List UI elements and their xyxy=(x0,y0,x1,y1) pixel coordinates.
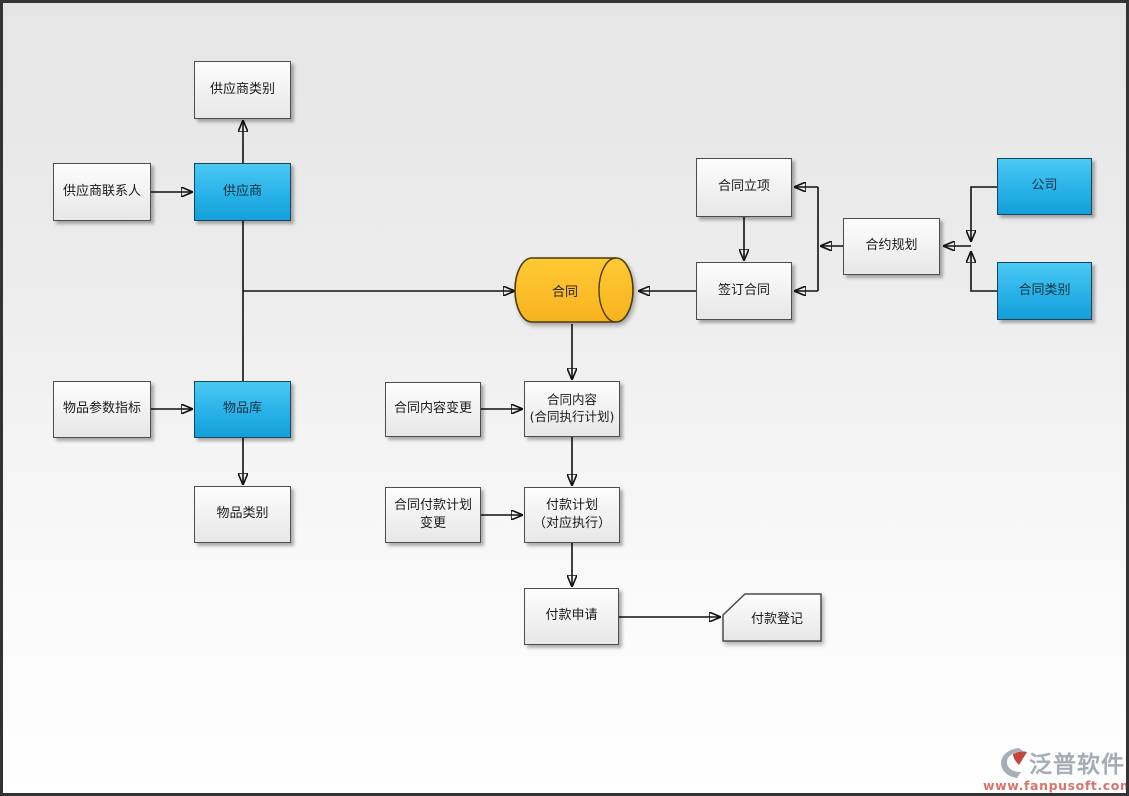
node-contract-planning: 合约规划 xyxy=(843,218,940,275)
node-payment-plan-change: 合同付款计划 变更 xyxy=(385,487,481,543)
node-item-params: 物品参数指标 xyxy=(53,381,151,438)
vendor-website: www.fanpusoft.com xyxy=(983,778,1129,793)
edge-contract-category-to-junction xyxy=(971,252,997,292)
vendor-name: 泛普软件 xyxy=(1029,752,1125,778)
fanpu-logo-icon xyxy=(1001,747,1027,778)
cylinder-rim xyxy=(598,257,617,323)
node-contract-label: 合同 xyxy=(551,284,578,300)
card-shape xyxy=(722,593,822,642)
vendor-watermark: 泛普软件 www.fanpusoft.com xyxy=(983,745,1129,793)
node-item-category: 物品类别 xyxy=(194,486,291,543)
node-contract-initiation: 合同立项 xyxy=(696,158,792,217)
node-contract-signing: 签订合同 xyxy=(696,262,792,320)
node-contract-content: 合同内容 (合同执行计划) xyxy=(524,381,620,437)
node-payment-register: 付款登记 xyxy=(722,593,822,642)
node-payment-register-label: 付款登记 xyxy=(750,612,803,627)
node-supplier-contact: 供应商联系人 xyxy=(53,163,151,221)
connector-lines xyxy=(151,3,997,793)
node-payment-plan: 付款计划 （对应执行） xyxy=(524,487,620,543)
node-company: 公司 xyxy=(997,158,1092,215)
edge-company-to-junction xyxy=(971,186,997,241)
node-contract-cylinder: 合同 xyxy=(512,255,636,325)
node-supplier-category: 供应商类别 xyxy=(194,61,291,119)
node-item-library: 物品库 xyxy=(194,381,291,438)
node-payment-request: 付款申请 xyxy=(524,588,619,645)
node-contract-content-change: 合同内容变更 xyxy=(385,382,481,437)
node-supplier: 供应商 xyxy=(194,163,291,221)
node-contract-category: 合同类别 xyxy=(997,262,1092,320)
